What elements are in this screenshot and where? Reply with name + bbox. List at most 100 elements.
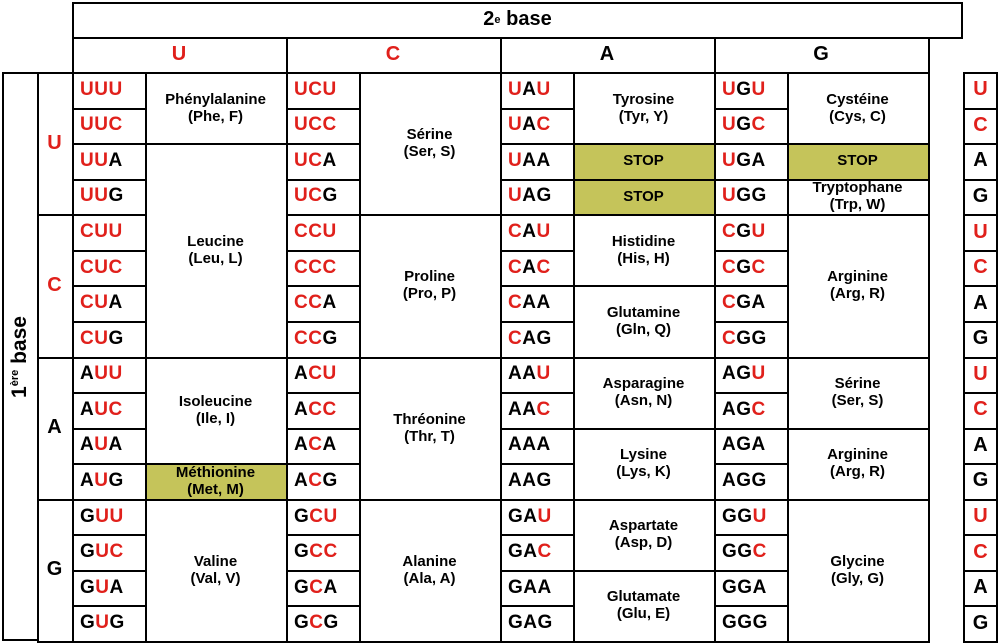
- first-base-label-sup: ère: [8, 369, 21, 387]
- codon-letter: A: [523, 612, 538, 634]
- codon-letter: A: [522, 78, 537, 100]
- second-base-column-C: C: [286, 37, 500, 72]
- codon-letter: G: [751, 185, 767, 207]
- amino-acid-ile: Isoleucine(Ile, I): [145, 357, 286, 464]
- codon-letter: A: [294, 363, 309, 385]
- amino-acid-abbreviation: (Glu, E): [616, 605, 671, 623]
- codon-letter: C: [722, 256, 737, 278]
- codon-letter: G: [736, 221, 752, 243]
- codon-letter: U: [94, 221, 109, 243]
- first-base-letter: U: [47, 131, 62, 154]
- codon-letter: G: [323, 612, 339, 634]
- codon-letter: A: [522, 363, 537, 385]
- codon-letter: U: [536, 78, 551, 100]
- codon-letter: G: [736, 78, 752, 100]
- amino-acid-thr: Thréonine(Thr, T): [359, 357, 500, 499]
- third-base-letter: G: [972, 611, 989, 634]
- codon-letter: A: [322, 434, 337, 456]
- codon-letter: G: [737, 505, 753, 527]
- codon-letter: U: [537, 505, 552, 527]
- codon-letter: G: [722, 541, 738, 563]
- third-base-letter: U: [973, 78, 988, 101]
- codon-letter: U: [109, 505, 124, 527]
- codon-letter: G: [722, 612, 738, 634]
- amino-acid-ser: Sérine(Ser, S): [359, 72, 500, 214]
- codon-letter: A: [536, 292, 551, 314]
- codon-letter: C: [508, 327, 523, 349]
- amino-acid-name: Leucine: [187, 232, 244, 250]
- third-base-letter: C: [973, 540, 988, 563]
- amino-acid-box-ser: [787, 356, 930, 430]
- codon-letter: U: [722, 149, 737, 171]
- first-base-C: C: [37, 214, 72, 356]
- amino-acid-name: Alanine: [402, 552, 457, 570]
- codon-box: [714, 427, 789, 466]
- codon-letter: C: [322, 398, 337, 420]
- codon-letter: G: [322, 185, 338, 207]
- codon-letter: U: [94, 469, 109, 491]
- amino-acid-abbreviation: (Cys, C): [829, 107, 886, 125]
- codon-box: [500, 356, 575, 395]
- third-base-box: [963, 320, 998, 359]
- amino-acid-box-val: [145, 498, 288, 643]
- codon-box: [286, 605, 361, 643]
- codon-letter: A: [522, 149, 537, 171]
- second-base-column-G: G: [714, 37, 928, 72]
- codon-letter: A: [522, 256, 537, 278]
- codon-box: [72, 392, 147, 430]
- third-base-letter: A: [973, 576, 988, 599]
- codon-letter: G: [80, 541, 96, 563]
- codon-letter: A: [508, 434, 523, 456]
- amino-acid-trp: Tryptophane(Trp, W): [787, 179, 928, 215]
- codon-letter: U: [94, 78, 109, 100]
- codon-letter: U: [80, 78, 95, 100]
- codon-letter: G: [722, 576, 738, 598]
- amino-acid-his: Histidine(His, H): [573, 214, 714, 285]
- codon-letter: C: [308, 114, 323, 136]
- codon-letter: A: [108, 292, 123, 314]
- amino-acid-tyr: Tyrosine(Tyr, Y): [573, 72, 714, 143]
- codon-letter: A: [522, 185, 537, 207]
- codon-letter: G: [736, 292, 752, 314]
- codon-letter: A: [522, 114, 537, 136]
- third-base-letter: U: [973, 505, 988, 528]
- codon-letter: A: [536, 149, 551, 171]
- third-base-letter: G: [972, 469, 989, 492]
- third-base-G: G: [963, 605, 998, 641]
- codon-letter: A: [722, 434, 737, 456]
- amino-acid-name: Sérine: [406, 126, 453, 144]
- amino-acid-val: Valine(Val, V): [145, 499, 286, 641]
- codon-letter: C: [308, 78, 323, 100]
- amino-acid-lys: Lysine(Lys, K): [573, 428, 714, 499]
- amino-acid-name: Arginine: [827, 446, 888, 464]
- codon-letter: G: [751, 469, 767, 491]
- amino-acid-box-stop: [573, 178, 716, 217]
- amino-acid-abbreviation: (Lys, K): [616, 463, 671, 481]
- codon-letter: A: [80, 469, 95, 491]
- codon-letter: G: [322, 469, 338, 491]
- codon-letter: C: [536, 398, 551, 420]
- third-base-letter: U: [973, 362, 988, 385]
- codon-letter: C: [309, 612, 324, 634]
- first-base-letter: C: [47, 273, 62, 296]
- codon-letter: U: [80, 149, 95, 171]
- codon-letter: G: [294, 541, 310, 563]
- codon-letter: A: [751, 434, 766, 456]
- codon-box: [72, 605, 147, 643]
